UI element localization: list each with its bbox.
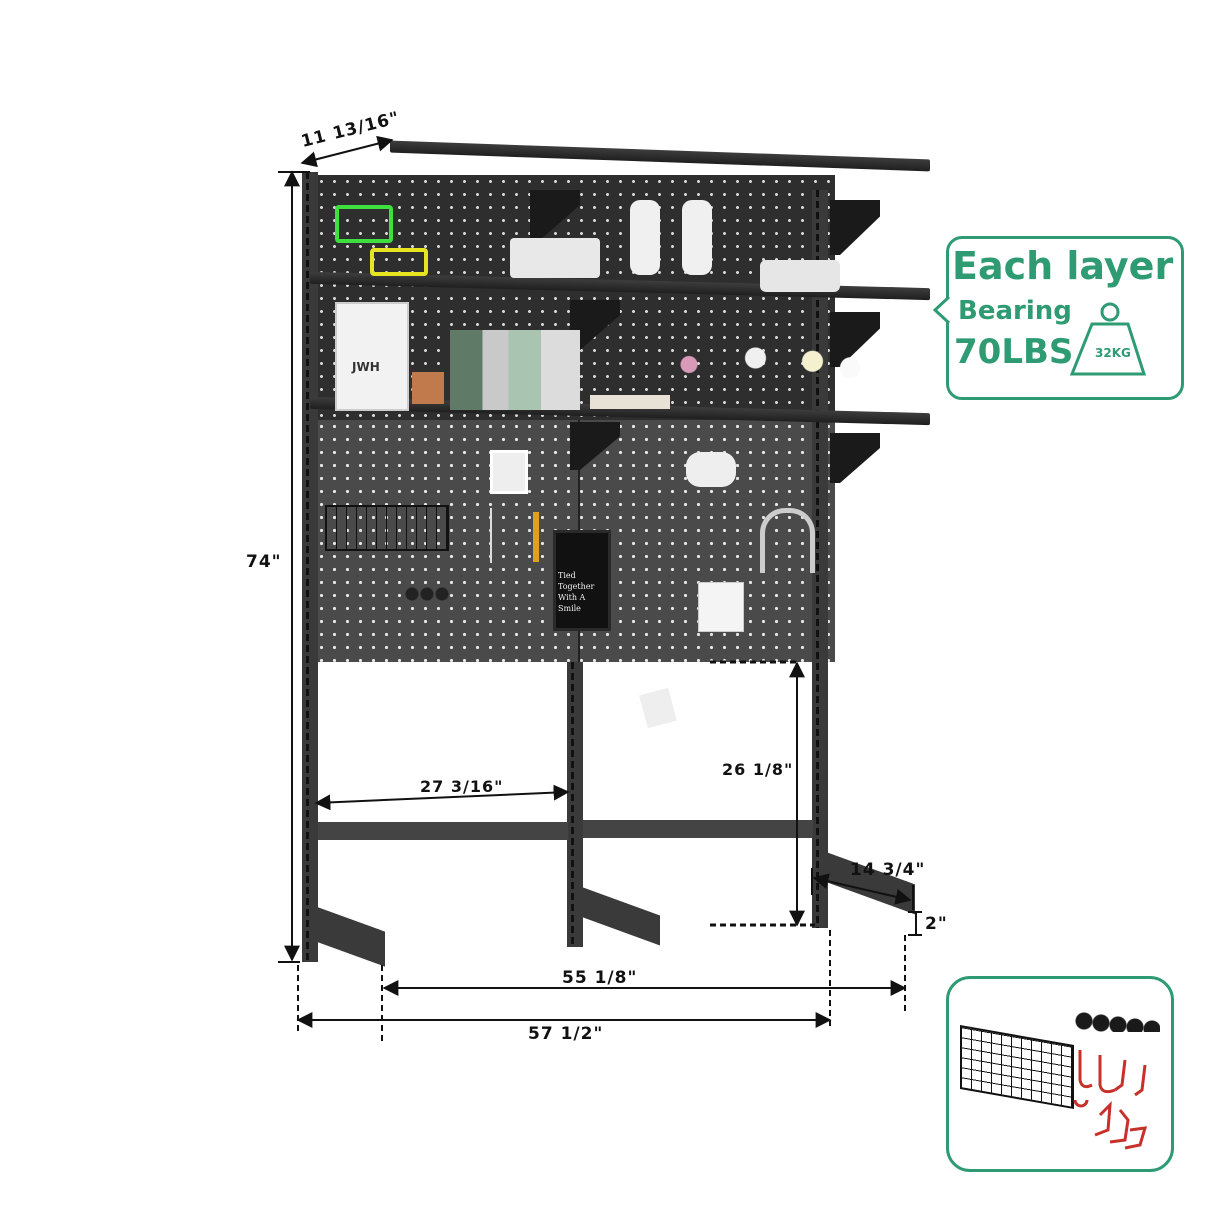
neon-arrow-decor xyxy=(335,205,393,243)
weight-icon xyxy=(1069,302,1147,376)
accessory-red-hooks xyxy=(1073,1050,1148,1150)
total-height-label: 74" xyxy=(246,552,282,572)
foot-depth-label: 14 3/4" xyxy=(850,860,926,880)
foot-height-label: 2" xyxy=(925,914,948,934)
clearance-height-label: 26 1/8" xyxy=(722,760,794,779)
game-controller xyxy=(686,452,736,487)
middle-post xyxy=(567,662,583,947)
frame-logo: JWH xyxy=(352,360,380,374)
book-stack xyxy=(590,395,670,409)
load-line1: Each layer xyxy=(952,244,1174,288)
card-pointer xyxy=(932,295,951,325)
game-console xyxy=(510,238,600,278)
load-line2: Bearing xyxy=(958,296,1072,326)
chalkboard-text: Tied Together With A Smile xyxy=(558,571,595,613)
magazine-files xyxy=(450,330,580,410)
cross-bar-left xyxy=(318,822,568,840)
inner-width-label: 55 1/8" xyxy=(562,968,638,988)
cross-bar-right xyxy=(583,820,813,838)
peg-knobs xyxy=(405,587,450,601)
photo-print xyxy=(490,450,528,494)
screwdriver xyxy=(533,512,539,562)
outer-width-label: 57 1/2" xyxy=(528,1024,604,1044)
figurine xyxy=(630,200,660,275)
headphones xyxy=(760,508,815,573)
wire-basket xyxy=(325,505,449,551)
accessory-peg-knobs xyxy=(1075,1010,1160,1032)
chalkboard xyxy=(553,530,611,631)
bay-width-label: 27 3/16" xyxy=(420,777,504,796)
shelving-unit: JWH Tied Together With A Smile xyxy=(290,140,950,980)
picture-frame xyxy=(335,302,409,411)
neon-arrow-decor xyxy=(370,248,428,276)
flowers xyxy=(670,345,860,410)
calendar xyxy=(698,582,744,632)
toy-car xyxy=(760,260,840,292)
plant-pot xyxy=(412,372,444,404)
load-line3: 70LBS xyxy=(954,332,1074,372)
figurine xyxy=(682,200,712,275)
scissors xyxy=(490,508,510,563)
weight-kg-label: 32KG xyxy=(1095,346,1131,360)
left-post xyxy=(302,172,318,962)
